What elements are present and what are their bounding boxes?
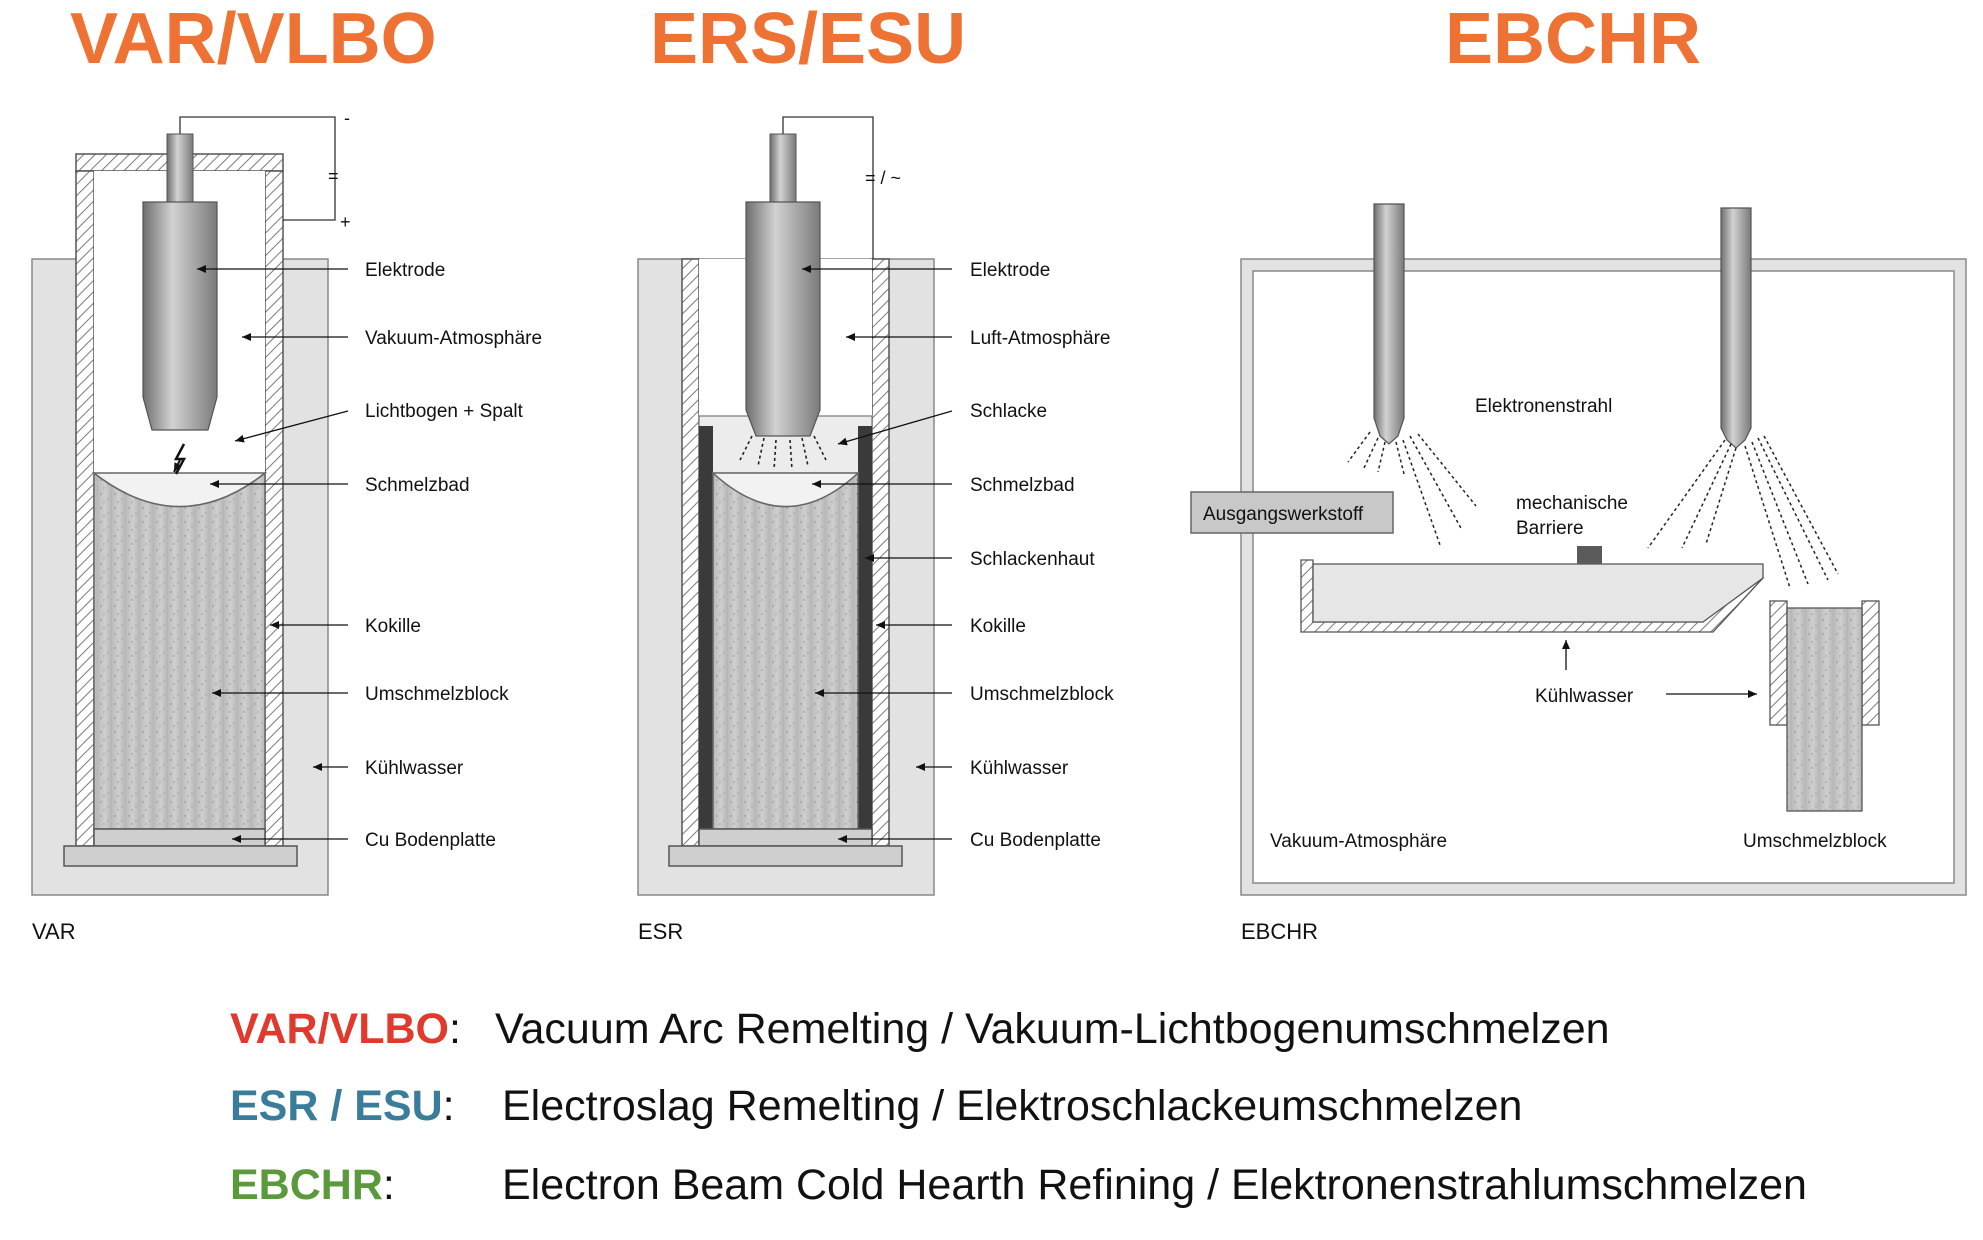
legend-row-var: VAR/VLBO: Vacuum Arc Remelting / Vakuum-…: [230, 1005, 1610, 1054]
esr-label-slag: Schlacke: [970, 401, 1047, 422]
var-polarity-minus: -: [344, 108, 350, 128]
ebchr-beam-lines-left: [1347, 431, 1477, 546]
ebchr-label-feed: Ausgangswerkstoff: [1203, 504, 1364, 525]
var-label-elektrode: Elektrode: [365, 260, 445, 281]
legend-colon-esr: :: [442, 1082, 455, 1130]
var-label-mould: Kokille: [365, 616, 421, 637]
var-circuit-wire: [179, 116, 336, 221]
ebchr-label-ingot: Umschmelzblock: [1743, 831, 1887, 852]
title-var: VAR/VLBO: [70, 0, 437, 79]
ebchr-label-beam: Elektronenstrahl: [1475, 396, 1612, 417]
esr-labels: Elektrode Luft-Atmosphäre Schlacke Schme…: [970, 260, 1114, 851]
esr-label-mould: Kokille: [970, 616, 1026, 637]
var-label-atmosphere: Vakuum-Atmosphäre: [365, 328, 542, 349]
esr-mould-wall-left: [681, 258, 700, 847]
legend-abbr-var: VAR/VLBO: [230, 1005, 449, 1053]
var-electrode: [142, 201, 218, 431]
esr-drip-lines: [739, 435, 827, 471]
esr-label-cooling: Kühlwasser: [970, 758, 1069, 779]
esr-melt-pool: [711, 472, 860, 508]
esr-base-plate: [668, 845, 903, 867]
esr-slag-skin-right: [858, 426, 872, 829]
esr-label-ingot: Umschmelzblock: [970, 684, 1114, 705]
ebchr-panel: Elektronenstrahl Ausgangswerkstoff mecha…: [1190, 203, 1967, 944]
ebchr-label-barrier-1: mechanische: [1516, 493, 1628, 514]
ebchr-ingot: [1786, 607, 1863, 812]
var-mould-wall-right: [264, 170, 284, 847]
var-ingot: [93, 471, 266, 830]
esr-panel: = / ~ Elektrode Luft-Atmosphäre Schlacke…: [637, 116, 1114, 944]
esr-label-atmosphere: Luft-Atmosphäre: [970, 328, 1110, 349]
var-mould-wall-left: [75, 170, 95, 847]
esr-caption: ESR: [638, 919, 683, 944]
var-label-melt-pool: Schmelzbad: [365, 475, 470, 496]
ebchr-hearth-melt: [1312, 563, 1764, 623]
esr-label-elektrode: Elektrode: [970, 260, 1050, 281]
ebchr-caption: EBCHR: [1241, 919, 1318, 944]
var-label-bottom-plate: Cu Bodenplatte: [365, 830, 496, 851]
legend-colon-var: :: [449, 1005, 461, 1053]
var-polarity-plus: +: [340, 212, 351, 232]
var-label-ingot: Umschmelzblock: [365, 684, 509, 705]
ebchr-feed-box: [1190, 491, 1394, 534]
legend-row-ebchr: EBCHR: Electron Beam Cold Hearth Refinin…: [230, 1161, 1807, 1210]
esr-electrode: [745, 201, 821, 437]
esr-slag-skin-left: [699, 426, 713, 829]
ebchr-mould-wall-right: [1861, 600, 1880, 726]
esr-mould-wall-right: [871, 258, 890, 847]
var-label-arc: Lichtbogen + Spalt: [365, 401, 524, 422]
ebchr-label-cooling: Kühlwasser: [1535, 686, 1634, 707]
legend-desc-esr: Electroslag Remelting / Elektroschlackeu…: [502, 1082, 1523, 1130]
var-melt-pool: [91, 472, 268, 508]
ebchr-label-atmosphere: Vakuum-Atmosphäre: [1270, 831, 1447, 852]
legend-desc-ebchr: Electron Beam Cold Hearth Refining / Ele…: [502, 1161, 1807, 1209]
esr-bottom-plate: [698, 828, 873, 847]
var-base-plate: [63, 845, 298, 867]
legend-desc-var: Vacuum Arc Remelting / Vakuum-Lichtbogen…: [495, 1005, 1610, 1053]
esr-ingot: [712, 471, 859, 830]
esr-current-type: = / ~: [865, 168, 901, 188]
esr-label-slag-skin: Schlackenhaut: [970, 549, 1095, 570]
esr-circuit-wire: [782, 116, 874, 259]
legend-colon-ebchr: :: [382, 1161, 395, 1209]
var-caption: VAR: [32, 919, 76, 944]
legend-abbr-esr: ESR / ESU: [230, 1082, 443, 1130]
ebchr-barrier: [1577, 546, 1602, 564]
esr-label-melt-pool: Schmelzbad: [970, 475, 1075, 496]
legend-row-esr: ESR / ESU: Electroslag Remelting / Elekt…: [230, 1082, 1522, 1131]
title-esr: ERS/ESU: [650, 0, 967, 79]
var-leaders: [197, 265, 349, 843]
title-ebchr: EBCHR: [1445, 0, 1702, 79]
ebchr-electron-gun-left: [1373, 203, 1405, 445]
var-label-cooling: Kühlwasser: [365, 758, 464, 779]
ebchr-mould-wall-left: [1769, 600, 1788, 726]
var-polarity-eq: =: [328, 166, 339, 186]
esr-leaders: [802, 265, 953, 843]
var-panel: - = + Elektrode Vakuum-Atmosphäre Lichtb…: [31, 108, 542, 944]
esr-label-bottom-plate: Cu Bodenplatte: [970, 830, 1101, 851]
legend-abbr-ebchr: EBCHR: [230, 1161, 383, 1209]
var-bottom-plate: [93, 828, 266, 847]
ebchr-beam-lines-right: [1647, 435, 1839, 589]
ebchr-label-barrier-2: Barriere: [1516, 518, 1584, 539]
ebchr-electron-gun-right: [1720, 207, 1752, 449]
var-electrode-rod: [166, 133, 194, 203]
esr-electrode-rod: [769, 133, 797, 203]
var-labels: Elektrode Vakuum-Atmosphäre Lichtbogen +…: [365, 260, 542, 851]
